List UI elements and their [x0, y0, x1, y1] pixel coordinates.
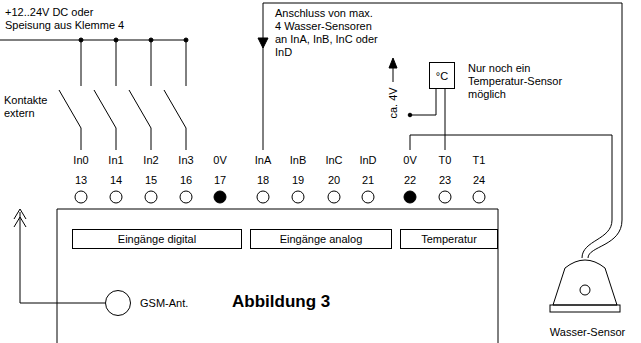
pin-name: 0V	[403, 154, 416, 167]
terminal-number: 16	[180, 174, 192, 187]
pin-name: In0	[73, 154, 88, 167]
node-text: Eingänge digital	[118, 233, 196, 245]
terminal-number: 14	[110, 174, 122, 187]
water-sensor: Wasser-Sensor	[540, 250, 635, 338]
group-box: Temperatur	[400, 229, 498, 249]
temp-note: Nur noch ein Temperatur-Sensor möglich	[468, 62, 564, 101]
group-box: Eingänge digital	[72, 229, 242, 249]
terminal-number: 17	[214, 174, 226, 187]
terminal	[473, 191, 485, 203]
switch-contact	[94, 40, 116, 150]
junction-dot	[184, 38, 188, 42]
switch-contact	[164, 40, 186, 150]
junction-dot	[114, 38, 118, 42]
node-text: Temperatur	[421, 233, 477, 245]
node-text: Eingänge analog	[280, 233, 363, 245]
pin-name: T0	[439, 154, 452, 167]
node-text: °C	[436, 70, 448, 82]
terminal-number: 18	[257, 174, 269, 187]
junction-dot	[408, 113, 412, 117]
water-sensor-body	[553, 260, 617, 305]
pin-name: InB	[290, 154, 307, 167]
switch-symbols	[59, 38, 188, 150]
terminal	[110, 191, 122, 203]
junction-dot	[79, 38, 83, 42]
terminal	[328, 191, 340, 203]
terminal-number: 20	[328, 174, 340, 187]
sensor-wire	[263, 3, 264, 150]
terminal	[145, 191, 157, 203]
terminal	[180, 191, 192, 203]
terminal	[404, 191, 416, 203]
node-text: GSM-Ant.	[140, 297, 188, 309]
figure-label: Abbildung 3	[232, 292, 330, 312]
arrow-head	[258, 38, 268, 48]
sensor-note: Anschluss von max. 4 Wasser-Sensoren an …	[275, 7, 379, 59]
water-sensor-electrode	[580, 285, 590, 295]
antenna-socket: GSM-Ant.	[105, 290, 131, 316]
pin-name: In2	[143, 154, 158, 167]
node-text: Wasser-Sensor	[550, 326, 625, 338]
contact-note: Kontakte extern	[4, 94, 56, 120]
pin-name: In3	[178, 154, 193, 167]
terminal-number: 23	[439, 174, 451, 187]
group-box: Eingänge analog	[250, 229, 392, 249]
terminal-number: 19	[292, 174, 304, 187]
terminal-number: 15	[145, 174, 157, 187]
sensor-cable	[263, 3, 622, 258]
water-sensor-base	[550, 305, 620, 312]
temp-wire	[410, 89, 436, 115]
junction-dot	[149, 38, 153, 42]
pin-name: InC	[325, 154, 342, 167]
terminal	[214, 191, 226, 203]
terminal	[362, 191, 374, 203]
switch-contact	[59, 40, 81, 150]
terminal-number: 13	[75, 174, 87, 187]
antenna-wire	[20, 212, 105, 303]
pin-name: InD	[359, 154, 376, 167]
terminal	[257, 191, 269, 203]
temp-wire	[445, 89, 446, 150]
pin-name: T1	[473, 154, 486, 167]
voltage-label: ca. 4V	[387, 87, 400, 118]
supply-note: +12..24V DC oder Speisung aus Klemme 4	[5, 6, 140, 32]
terminal	[75, 191, 87, 203]
terminal	[439, 191, 451, 203]
terminal-row	[75, 191, 485, 203]
arrow-head	[389, 58, 397, 68]
terminal-number: 24	[473, 174, 485, 187]
switch-contact	[129, 40, 151, 150]
temp-sensor-box: °C	[429, 62, 455, 89]
antenna-symbol	[14, 209, 26, 227]
supply-wire	[0, 40, 186, 41]
terminal	[292, 191, 304, 203]
pin-name: In1	[108, 154, 123, 167]
pin-name: InA	[255, 154, 272, 167]
terminal-number: 21	[362, 174, 374, 187]
terminal-number: 22	[404, 174, 416, 187]
sensor-cable	[410, 135, 612, 258]
pin-name: 0V	[213, 154, 226, 167]
housing-outline	[57, 209, 498, 343]
